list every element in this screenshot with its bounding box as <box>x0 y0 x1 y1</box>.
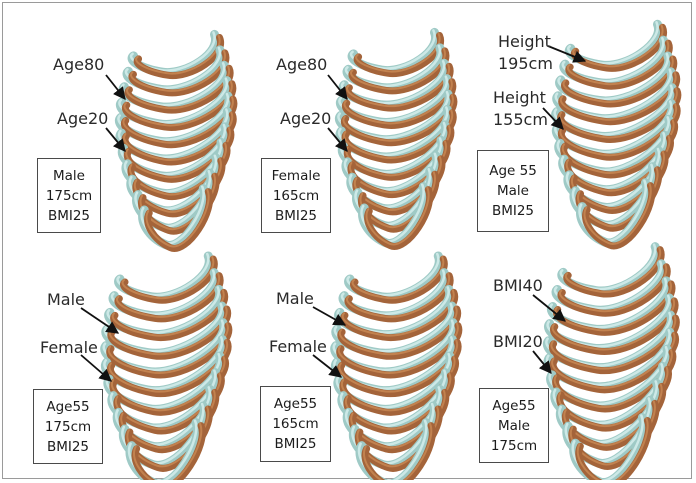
panel-2-label-box: Female 165cm BMI25 <box>261 158 331 233</box>
panel-5-annotation-top: Male <box>276 288 314 310</box>
panel-4-annotation-top: Male <box>47 289 85 311</box>
panel-3-label-line-2: Male <box>478 181 548 201</box>
panel-3-label-line-1: Age 55 <box>478 161 548 181</box>
panel-1-label-line-1: Male <box>38 166 100 186</box>
panel-6-label-line-1: Age55 <box>480 396 548 416</box>
panel-5-annotation-bottom: Female <box>269 336 327 358</box>
panel-4-label-box: Age55 175cm BMI25 <box>33 389 103 464</box>
rib-cage-panel-6 <box>546 245 676 480</box>
panel-3-label-box: Age 55 Male BMI25 <box>477 150 549 232</box>
panel-6-label-line-2: Male <box>480 416 548 436</box>
panel-4-annotation-bottom: Female <box>40 337 98 359</box>
panel-1-label-box: Male 175cm BMI25 <box>37 158 101 233</box>
rib-cage-panel-1 <box>118 32 233 248</box>
panel-3-label-line-3: BMI25 <box>478 201 548 221</box>
panel-3-annotation-bottom: Height 155cm <box>493 87 548 131</box>
panel-5-label-line-2: 165cm <box>261 414 330 434</box>
panel-5-label-box: Age55 165cm BMI25 <box>260 386 331 462</box>
panel-5-label-line-1: Age55 <box>261 394 330 414</box>
panel-2-label-line-1: Female <box>262 166 330 186</box>
panel-1-label-line-2: 175cm <box>38 186 100 206</box>
rib-cage-panel-5 <box>334 254 459 480</box>
panel-4-label-line-1: Age55 <box>34 397 102 417</box>
panel-4-label-line-2: 175cm <box>34 417 102 437</box>
panel-3-annotation-top: Height 195cm <box>498 31 553 75</box>
rib-cage-panel-4 <box>104 254 229 480</box>
panel-2-label-line-3: BMI25 <box>262 206 330 226</box>
panel-6-annotation-top: BMI40 <box>493 275 543 297</box>
rib-cage-figure: Age80 Age20 Male 175cm BMI25 Age80 Age20… <box>2 2 692 479</box>
rib-cage-drawing-layer <box>3 3 693 480</box>
panel-1-annotation-bottom: Age20 <box>57 108 108 130</box>
panel-6-annotation-bottom: BMI20 <box>493 331 543 353</box>
panel-2-annotation-bottom: Age20 <box>280 108 331 130</box>
panel-4-label-line-3: BMI25 <box>34 437 102 457</box>
panel-2-annotation-top: Age80 <box>276 54 327 76</box>
panel-1-annotation-top: Age80 <box>53 54 104 76</box>
panel-5-label-line-3: BMI25 <box>261 434 330 454</box>
rib-cage-panel-2 <box>338 30 453 246</box>
panel-2-label-line-2: 165cm <box>262 186 330 206</box>
panel-6-label-box: Age55 Male 175cm <box>479 388 549 463</box>
panel-1-label-line-3: BMI25 <box>38 206 100 226</box>
panel-6-label-line-3: 175cm <box>480 436 548 456</box>
